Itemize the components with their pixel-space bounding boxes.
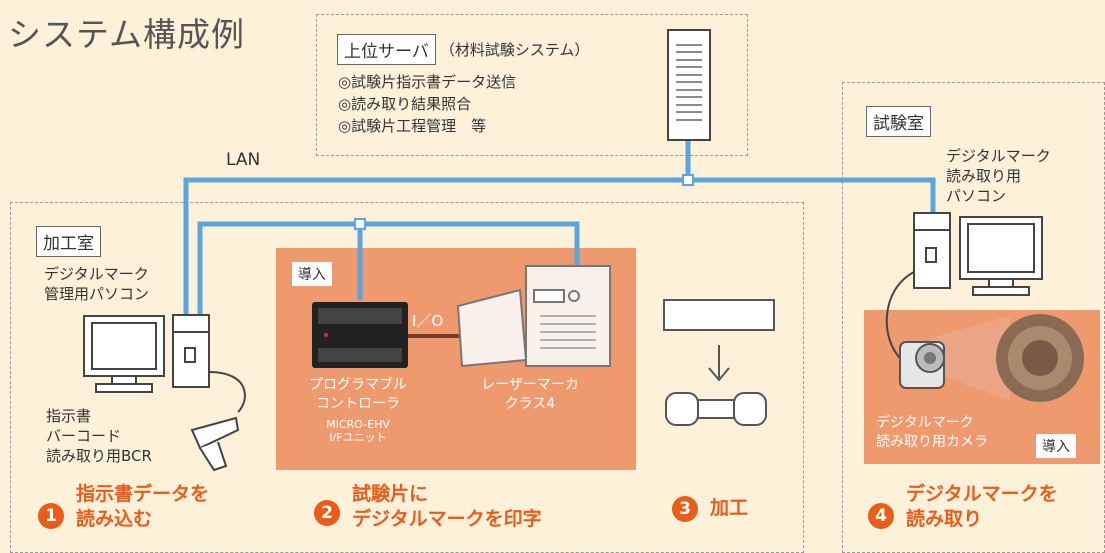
bcr-label-line1: 指示書 [46, 407, 92, 425]
step-2-text: 試験片に デジタルマークを印字 [352, 482, 542, 532]
step-1-text: 指示書データを 読み込む [76, 482, 209, 532]
step-4-line1: デジタルマークを [906, 483, 1058, 505]
server-icon [667, 29, 711, 141]
step-1-line2: 読み込む [76, 508, 153, 530]
plc-label-line1: プログラマブル [309, 377, 407, 393]
lan-line-main [183, 177, 936, 315]
lan-junction-server [682, 174, 694, 186]
step-4-text: デジタルマークを 読み取り [906, 482, 1058, 532]
step-2-line2: デジタルマークを印字 [352, 508, 542, 530]
server-note: （材料試験システム） [439, 41, 590, 59]
camera-intro-badge: 導入 [1036, 434, 1076, 458]
step-2-line1: 試験片に [352, 483, 429, 505]
server-area [316, 14, 748, 156]
camera-icon [899, 341, 945, 389]
management-pc-label: デジタルマーク 管理用パソコン [44, 264, 149, 304]
step-3-text: 加工 [710, 497, 749, 519]
server-item-1: ◎試験片指示書データ送信 [338, 73, 517, 91]
digital-mark-icon [996, 314, 1084, 402]
management-pc-label-line1: デジタルマーク [44, 265, 149, 283]
step-1-number: 1 [38, 503, 64, 529]
processing-room-tag: 加工室 [36, 226, 101, 257]
reading-pc-label-line2: 読み取り用 [946, 167, 1022, 185]
io-label: I／O [412, 312, 444, 330]
server-tag-row: 上位サーバ （材料試験システム） [337, 34, 589, 65]
barcode-reader-icon [190, 416, 240, 472]
bcr-label-line3: 読み取り用BCR [46, 447, 152, 465]
reading-pc-label-line1: デジタルマーク [946, 147, 1051, 165]
step-3-number: 3 [672, 496, 698, 522]
bcr-label: 指示書 バーコード 読み取り用BCR [46, 406, 152, 466]
lan-line-control [197, 221, 580, 315]
step-4-number: 4 [868, 503, 894, 529]
reading-pc-icon [913, 212, 1043, 296]
reading-pc-label-line3: パソコン [946, 187, 1007, 205]
lan-label: LAN [226, 150, 261, 170]
page-title: システム構成例 [8, 15, 246, 54]
plc-label: プログラマブル コントローラ MICRO-EHV I/Fユニット [296, 376, 420, 444]
plc-sub-label: MICRO-EHV I/Fユニット [296, 418, 420, 444]
bcr-label-line2: バーコード [46, 427, 122, 445]
marking-intro-badge: 導入 [292, 262, 332, 286]
reading-pc-label: デジタルマーク 読み取り用 パソコン [946, 146, 1051, 206]
camera-label-line1: デジタルマーク [876, 415, 974, 431]
laser-label-line1: レーザーマーカ [481, 377, 579, 393]
lan-junction-plc [354, 218, 366, 230]
camera-label: デジタルマーク 読み取り用カメラ [876, 414, 988, 452]
workpiece-icon [663, 299, 775, 426]
step-4-line2: 読み取り [906, 508, 983, 530]
plc-label-line2: コントローラ [316, 396, 400, 412]
step-1-line1: 指示書データを [76, 483, 210, 505]
management-pc-label-line2: 管理用パソコン [44, 285, 150, 303]
laser-label-line2: クラス4 [504, 396, 556, 412]
test-room-tag: 試験室 [866, 106, 931, 137]
plc-sub-label-line1: MICRO-EHV [326, 418, 390, 431]
server-tag: 上位サーバ [337, 34, 436, 65]
plc-icon [312, 302, 408, 368]
server-item-2: ◎読み取り結果照合 [338, 95, 472, 113]
plc-sub-label-line2: I/Fユニット [329, 431, 387, 444]
server-item-3: ◎試験片工程管理 等 [338, 117, 487, 135]
laser-label: レーザーマーカ クラス4 [466, 376, 594, 414]
camera-beam [930, 316, 1010, 400]
laser-marker-icon [456, 265, 611, 368]
camera-label-line2: 読み取り用カメラ [876, 434, 988, 450]
management-pc-icon [83, 314, 210, 393]
step-2-number: 2 [314, 500, 340, 526]
